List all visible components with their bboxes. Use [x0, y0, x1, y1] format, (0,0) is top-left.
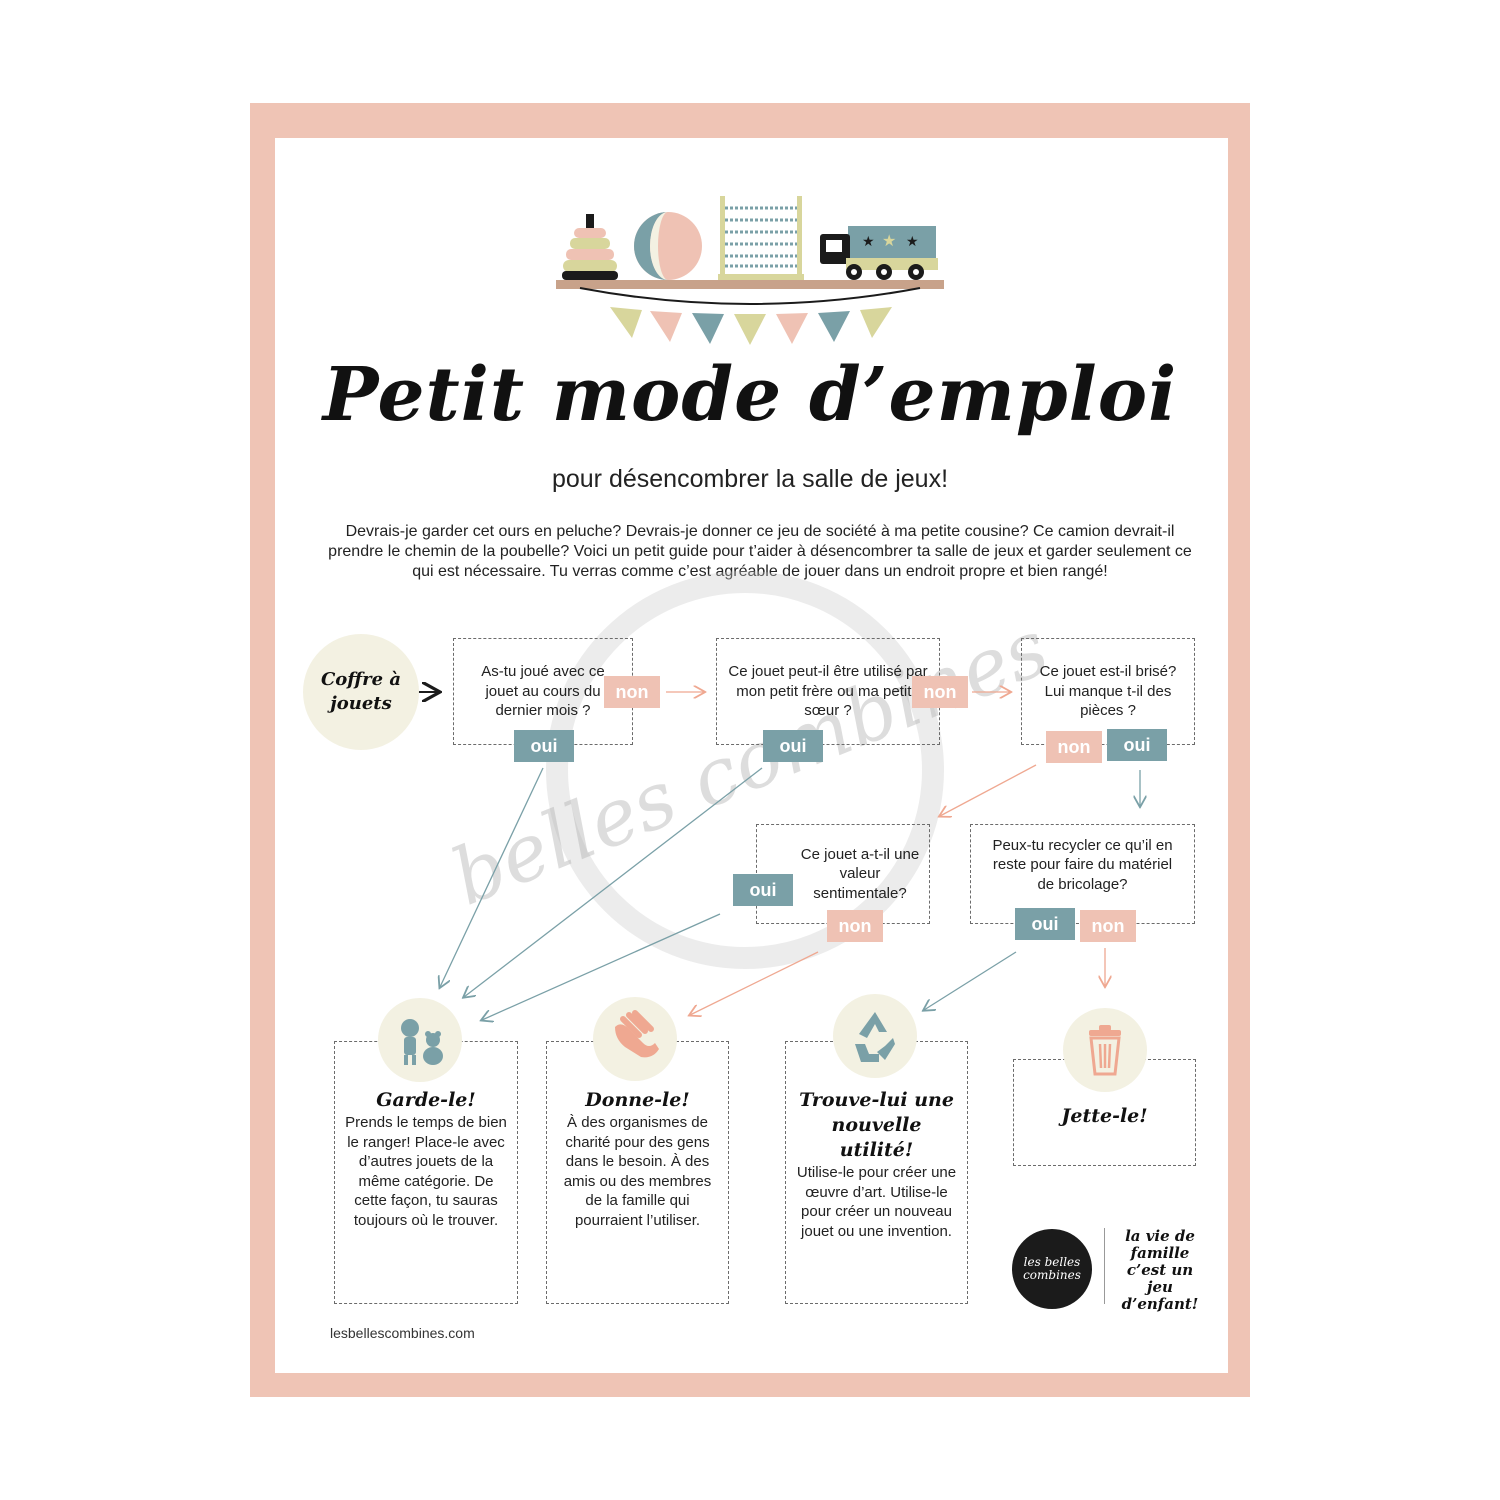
ball-icon — [634, 212, 702, 280]
question-text: Peux-tu recycler ce qu’il en reste pour … — [992, 836, 1173, 893]
hands-icon — [593, 997, 677, 1081]
question-text: Ce jouet est-il brisé? Lui manque t-il d… — [1039, 663, 1177, 720]
result-title: Jette-le! — [1061, 1105, 1148, 1127]
brand-slogan: la vie de famille c’est un jeu d’enfant! — [1121, 1227, 1199, 1313]
website-link[interactable]: lesbellescombines.com — [330, 1325, 475, 1341]
question-box-sibling: Ce jouet peut-il être utilisé par mon pe… — [716, 638, 940, 745]
yes-tag: oui — [1107, 729, 1167, 761]
svg-text:★: ★ — [862, 234, 875, 250]
question-text: As-tu joué avec ce jouet au cours du der… — [481, 663, 605, 720]
abacus-icon — [718, 196, 804, 280]
result-title: Donne-le! — [585, 1089, 690, 1111]
result-give: Donne-le! À des organismes de charité po… — [546, 1041, 729, 1304]
result-title: Garde-le! — [376, 1089, 476, 1111]
footer-divider — [1104, 1228, 1105, 1304]
result-keep: Garde-le! Prends le temps de bien le ran… — [334, 1041, 518, 1304]
no-tag: non — [912, 676, 968, 708]
result-text: Utilise-le pour créer une œuvre d’art. U… — [796, 1164, 957, 1240]
recycle-icon — [833, 994, 917, 1078]
svg-text:★: ★ — [906, 234, 919, 250]
shelf-board — [556, 280, 944, 289]
page-subtitle: pour désencombrer la salle de jeux! — [551, 465, 949, 493]
yes-tag: oui — [763, 730, 823, 762]
intro-paragraph: Devrais-je garder cet ours en peluche? D… — [328, 523, 1192, 580]
result-text: Prends le temps de bien le ranger! Place… — [345, 1114, 507, 1229]
result-title: Trouve-lui une nouvelle utilité! — [799, 1089, 954, 1161]
question-text: Ce jouet a-t-il une valeur sentimentale? — [800, 845, 920, 902]
yes-tag: oui — [733, 874, 793, 906]
page-title: Petit mode d’emploi — [322, 352, 1178, 438]
truck-icon: ★ ★ ★ — [820, 226, 938, 280]
watermark-circle — [546, 571, 944, 969]
yes-tag: oui — [514, 730, 574, 762]
question-box-recycle: Peux-tu recycler ce qu’il en reste pour … — [970, 824, 1195, 924]
toy-shelf-illustration: ★ ★ ★ — [556, 196, 944, 345]
brand-logo: les belles combines — [1012, 1229, 1092, 1309]
trash-icon — [1063, 1008, 1147, 1092]
question-box-played: As-tu joué avec ce jouet au cours du der… — [453, 638, 633, 745]
start-toy-box: Coffre à jouets — [303, 634, 419, 750]
question-text: Ce jouet peut-il être utilisé par mon pe… — [728, 663, 928, 720]
ring-stacker-icon — [562, 214, 618, 280]
svg-text:★: ★ — [882, 231, 896, 250]
result-reuse: Trouve-lui une nouvelle utilité! Utilise… — [785, 1041, 968, 1304]
bunting-icon — [610, 307, 892, 345]
result-text: À des organismes de charité pour des gen… — [563, 1114, 712, 1229]
no-tag: non — [827, 910, 883, 942]
toys-icon — [378, 998, 462, 1082]
yes-tag: oui — [1015, 908, 1075, 940]
no-tag: non — [1046, 731, 1102, 763]
no-tag: non — [604, 676, 660, 708]
no-tag: non — [1080, 910, 1136, 942]
